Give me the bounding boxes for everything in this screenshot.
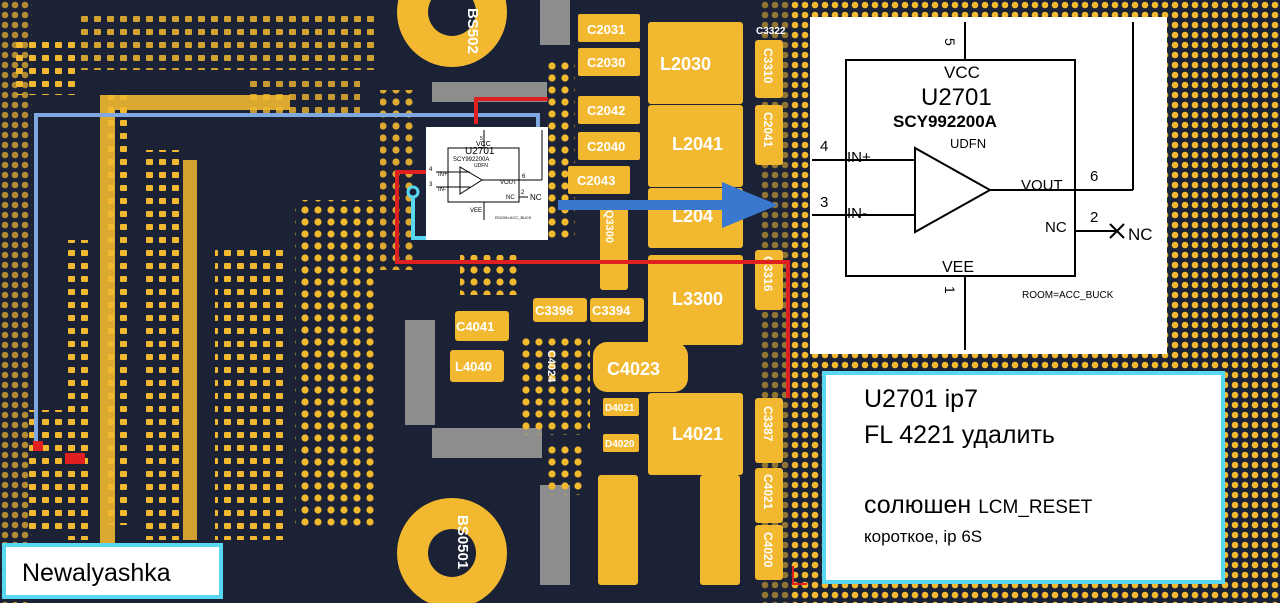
note-line-3: солюшен LCM_RESET (864, 491, 1092, 520)
note-line-4: короткое, ip 6S (864, 527, 983, 546)
mini-pin3: 3 (429, 182, 433, 188)
schem-ref: U2701 (921, 84, 992, 111)
c2031-label: C2031 (587, 22, 625, 37)
c3316-label: C3316 (761, 256, 775, 292)
schem-vout: VOUT (1021, 177, 1063, 194)
q3300-label: Q3300 (603, 210, 615, 243)
mini-package: UDFN (474, 163, 488, 169)
l2040-label: L204 (672, 206, 713, 226)
schem-room: ROOM=ACC_BUCK (1022, 290, 1114, 301)
schem-nc-mark: NC (1128, 225, 1153, 244)
schem-in-minus: IN- (847, 205, 867, 222)
schem-pin5: 5 (942, 38, 958, 46)
c4021v-label: C4021 (761, 474, 775, 510)
mini-in-plus: IN+ (438, 172, 448, 178)
mini-nc-mark: NC (530, 193, 542, 202)
c4020v-label: C4020 (761, 532, 775, 568)
bs0502-label: BS502 (464, 8, 481, 54)
l2030-label: L2030 (660, 54, 711, 74)
mini-in-minus: IN- (438, 187, 446, 193)
l4040-label: L4040 (455, 359, 492, 374)
note-line-3-signal: LCM_RESET (978, 497, 1093, 518)
schem-pin3: 3 (820, 194, 828, 211)
c2043-label: C2043 (577, 173, 615, 188)
note-line-2: FL 4221 удалить (864, 421, 1055, 449)
note-line-3-main: солюшен (864, 491, 972, 519)
c3396-label: C3396 (535, 303, 573, 318)
schem-package: UDFN (950, 136, 986, 151)
d4020-label: D4020 (605, 439, 635, 450)
mini-pin4: 4 (429, 167, 433, 173)
mini-schematic: VCC U2701 SCY992200A UDFN IN+ IN- VOUT N… (426, 127, 548, 240)
c3394-label: C3394 (592, 303, 631, 318)
c2030-label: C2030 (587, 55, 625, 70)
c3387-label: C3387 (761, 406, 775, 442)
c4041-label: C4041 (456, 319, 494, 334)
mini-room: ROOM=ACC_BUCK (495, 215, 532, 220)
mini-pin5: 5 (480, 136, 483, 142)
c3322-label: C3322 (756, 26, 786, 37)
mini-nc: NC (506, 195, 515, 201)
schem-pin1: 1 (942, 286, 958, 294)
bs0501-label: BS0501 (454, 515, 471, 569)
schem-in-plus: IN+ (847, 149, 871, 166)
c3310-label: C3310 (761, 48, 775, 84)
mini-ref: U2701 (465, 146, 495, 157)
schematic: VCC U2701 SCY992200A UDFN IN+ IN- VOUT N… (810, 17, 1167, 354)
l3300-label: L3300 (672, 289, 723, 309)
l4021-label: L4021 (672, 424, 723, 444)
schem-part: SCY992200A (893, 112, 997, 131)
pointer-arrow (558, 182, 778, 228)
l2041-label: L2041 (672, 134, 723, 154)
red-trace-top (474, 97, 548, 124)
mini-vcc: VCC (476, 141, 491, 148)
c2042-label: C2042 (587, 103, 625, 118)
mini-vout: VOUT (500, 180, 517, 186)
schem-pin2: 2 (1090, 209, 1098, 226)
mini-part: SCY992200A (453, 157, 489, 163)
c4023-label: C4023 (607, 359, 660, 379)
schem-vcc: VCC (944, 63, 980, 82)
red-trace-bottom (395, 170, 790, 398)
schem-pin6: 6 (1090, 168, 1098, 185)
d4021-label: D4021 (605, 403, 635, 414)
mini-vee: VEE (470, 208, 482, 214)
author-label: Newalyashka (2, 543, 223, 599)
schem-nc: NC (1045, 219, 1067, 236)
mini-pin6: 6 (522, 174, 526, 180)
annotation-note: U2701 ip7 FL 4221 удалить солюшен LCM_RE… (822, 371, 1225, 584)
mini-pin2: 2 (521, 190, 525, 196)
schem-pin4: 4 (820, 138, 828, 155)
c4024-label: C4024 (545, 350, 557, 383)
c2041v-label: C2041 (761, 112, 775, 148)
schem-vee: VEE (942, 259, 974, 276)
c2040-label: C2040 (587, 139, 625, 154)
component-pads (450, 14, 783, 585)
left-pad-field (0, 0, 32, 603)
note-line-1: U2701 ip7 (864, 385, 978, 413)
